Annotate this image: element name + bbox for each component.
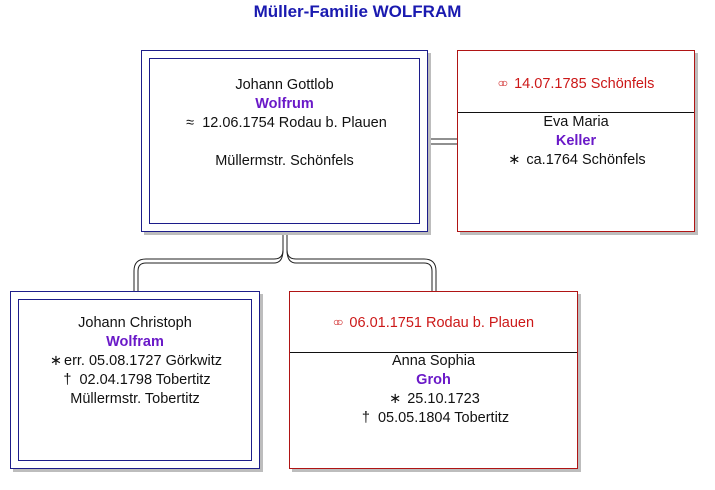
descent-connector — [133, 232, 437, 291]
father-spouse-card[interactable]: ○○14.07.1785 Schönfels Eva Maria Keller … — [457, 50, 695, 232]
father-card-inner — [149, 58, 420, 224]
rings-icon: ○○ — [332, 315, 343, 329]
child-spouse-birth: ∗ 25.10.1723 — [290, 390, 577, 409]
child-surname: Wolfram — [106, 334, 164, 350]
father-marriage-date: 14.07.1785 Schönfels — [514, 76, 655, 92]
father-card[interactable]: Johann Gottlob Wolfrum ≈ 12.06.1754 Roda… — [141, 50, 428, 232]
father-surname: Wolfrum — [255, 96, 314, 112]
baptism-symbol: ≈ — [186, 115, 195, 131]
father-birth: ≈ 12.06.1754 Rodau b. Plauen — [142, 114, 427, 133]
child-birth-date: err. 05.08.1727 Görkwitz — [64, 353, 222, 369]
child-death: † 02.04.1798 Tobertitz — [11, 371, 259, 390]
child-spouse-given-name: Anna Sophia — [391, 353, 476, 369]
death-symbol: † — [361, 410, 370, 426]
child-birth: ∗err. 05.08.1727 Görkwitz — [11, 352, 259, 371]
child-marriage: ○○ 06.01.1751 Rodau b. Plauen — [290, 315, 577, 331]
father-marriage: ○○ 14.07.1785 Schönfels — [458, 76, 694, 92]
child-spouse-death-date: 05.05.1804 Tobertitz — [377, 410, 510, 426]
child-marriage-date: 06.01.1751 Rodau b. Plauen — [349, 315, 535, 331]
child-spouse-death: † 05.05.1804 Tobertitz — [290, 409, 577, 428]
child-occupation: Müllermstr. Tobertitz — [70, 391, 200, 407]
father-given-name: Johann Gottlob — [235, 77, 334, 93]
father-occupation: Müllermstr. Schönfels — [215, 153, 354, 169]
child-death-date: 02.04.1798 Tobertitz — [79, 372, 211, 388]
child-card-inner — [18, 299, 252, 461]
father-spouse-birth-date: ca.1764 Schönfels — [526, 152, 646, 168]
marriage-link-top — [428, 138, 457, 145]
spouse-divider — [458, 112, 694, 113]
child-card[interactable]: Johann Christoph Wolfram ∗err. 05.08.172… — [10, 291, 260, 469]
spouse-divider — [290, 352, 577, 353]
father-spouse-birth: ∗ ca.1764 Schönfels — [458, 151, 694, 170]
child-given-name: Johann Christoph — [78, 315, 192, 331]
father-spouse-surname: Keller — [555, 133, 597, 149]
child-spouse-surname: Groh — [416, 372, 451, 388]
birth-symbol: ∗ — [508, 152, 521, 168]
birth-symbol: ∗ — [49, 353, 63, 369]
child-spouse-card[interactable]: ○○ 06.01.1751 Rodau b. Plauen Anna Sophia… — [289, 291, 578, 469]
rings-icon: ○○ — [497, 76, 508, 90]
child-spouse-birth-date: 25.10.1723 — [407, 391, 480, 407]
death-symbol: † — [63, 372, 72, 388]
birth-symbol: ∗ — [389, 391, 402, 407]
father-birth-date: 12.06.1754 Rodau b. Plauen — [202, 115, 387, 131]
page-title: Müller-Familie WOLFRAM — [253, 2, 462, 21]
father-spouse-given-name: Eva Maria — [543, 114, 609, 130]
